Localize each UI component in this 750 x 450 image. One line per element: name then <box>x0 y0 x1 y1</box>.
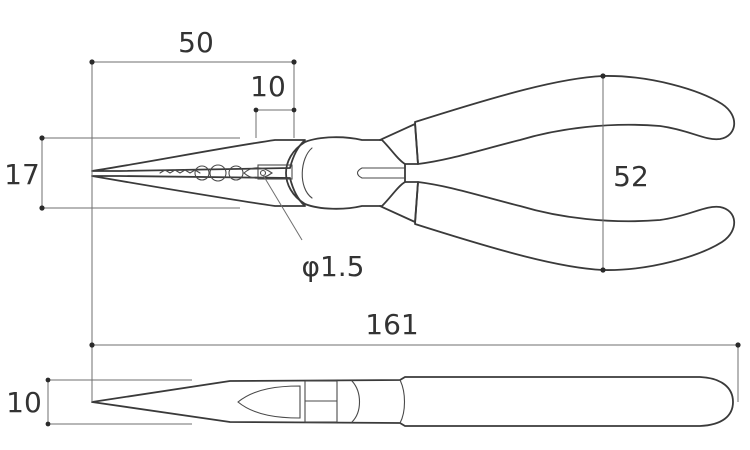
side-profile <box>91 376 734 427</box>
upper-jaw <box>91 139 306 172</box>
dimension-label-phi-1-5: φ1.5 <box>302 250 365 283</box>
grip-lobe-3 <box>228 165 244 181</box>
lower-jaw <box>91 175 306 207</box>
pliers-top-view <box>91 75 736 271</box>
grip-lobe-2 <box>209 164 227 182</box>
dimension-52: 52 <box>600 73 649 273</box>
dimension-label-52: 52 <box>613 160 649 193</box>
cutter-edge <box>243 167 273 179</box>
lower-neck <box>379 181 419 223</box>
jaw-serration <box>159 169 201 174</box>
joint-inner-curve <box>301 147 313 199</box>
dimension-label-17: 17 <box>4 158 40 191</box>
grip-lobe-1 <box>194 165 210 181</box>
dimension-161: 161 <box>89 308 741 402</box>
dimension-50: 50 <box>89 26 297 345</box>
side-handle-start <box>399 379 406 424</box>
joint-slot <box>356 167 405 179</box>
dimension-label-161: 161 <box>365 308 418 341</box>
cutter-slot <box>257 164 293 180</box>
wire-hole <box>259 169 267 177</box>
pivot-joint <box>285 136 406 210</box>
upper-neck <box>379 123 419 165</box>
dimension-label-10-thickness: 10 <box>6 386 42 419</box>
dimension-phi-1-5: φ1.5 <box>262 174 365 283</box>
side-joint-curve <box>351 380 361 423</box>
side-jaw-lens <box>237 385 301 419</box>
lower-handle <box>414 181 736 271</box>
dimension-17: 17 <box>4 135 240 211</box>
dimension-label-10-tip: 10 <box>250 70 286 103</box>
upper-handle <box>414 75 736 165</box>
pliers-side-view <box>91 376 734 427</box>
dimension-10-thickness: 10 <box>6 377 192 427</box>
dimension-label-50: 50 <box>178 26 214 59</box>
dimension-10-tip: 10 <box>250 70 297 138</box>
